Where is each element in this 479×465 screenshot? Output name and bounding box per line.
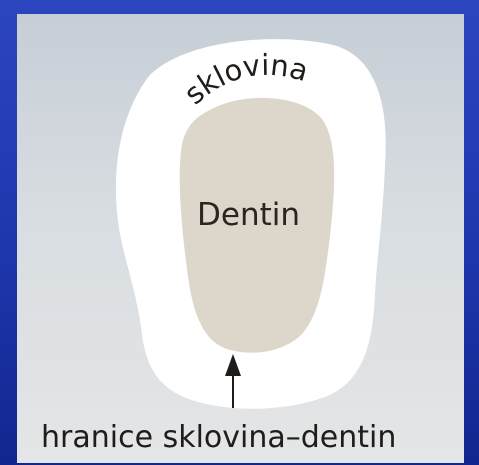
dentin-label: Dentin (197, 197, 301, 233)
dentin-shape (179, 97, 335, 353)
diagram-panel: sklovina Dentin hranice sklovina–dentin (17, 14, 464, 463)
tooth-cross-section-diagram: sklovina (115, 39, 386, 409)
enamel-dentin-junction-label: hranice sklovina–dentin (41, 420, 397, 455)
junction-arrow-head (225, 354, 241, 376)
